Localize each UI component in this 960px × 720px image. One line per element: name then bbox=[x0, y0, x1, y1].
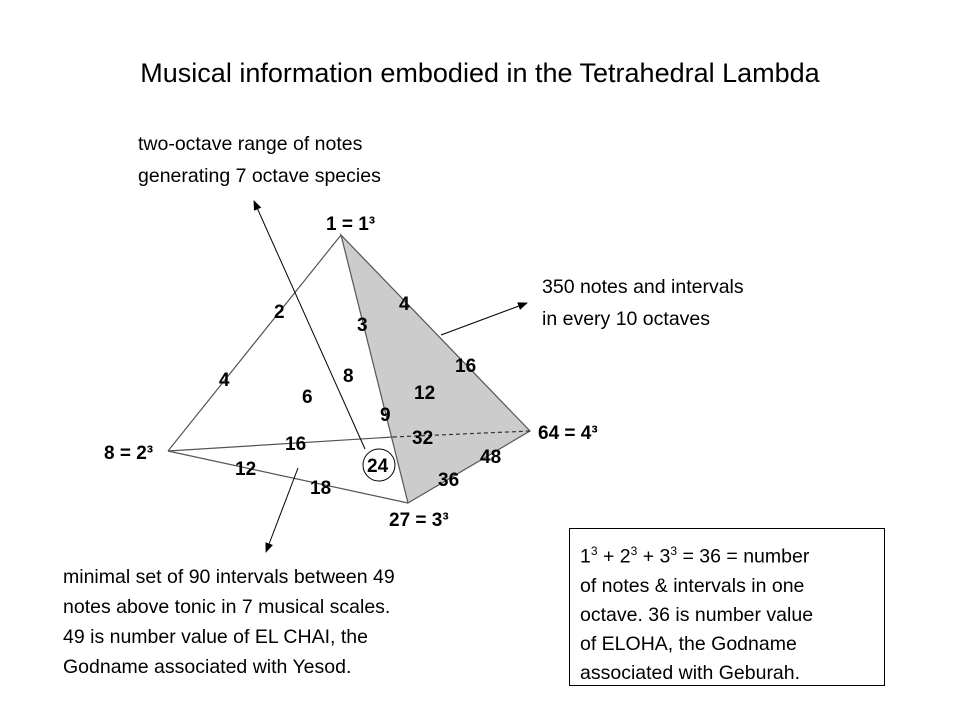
page-title: Musical information embodied in the Tetr… bbox=[140, 58, 820, 88]
shaded-face bbox=[339, 232, 531, 504]
arrow-right bbox=[440, 302, 528, 336]
annotation-line: generating 7 octave species bbox=[138, 165, 381, 187]
annotation-line: Godname associated with Yesod. bbox=[63, 656, 352, 678]
highlight-circle bbox=[362, 448, 396, 482]
box-line: associated with Geburah. bbox=[580, 661, 801, 684]
edge-number: 9 bbox=[380, 405, 391, 426]
vertex-bottom: 27 = 3³ bbox=[389, 510, 449, 531]
vertex-left: 8 = 2³ bbox=[104, 443, 153, 464]
edge bbox=[167, 234, 342, 452]
box-line: of ELOHA, the Godname bbox=[580, 632, 797, 655]
annotation-line: minimal set of 90 intervals between 49 bbox=[63, 566, 395, 588]
edge-number: 4 bbox=[399, 294, 410, 315]
edge-number: 12 bbox=[235, 459, 256, 480]
arrow-top bbox=[253, 200, 366, 450]
box-line: octave. 36 is number value bbox=[580, 603, 814, 626]
annotation-line: 350 notes and intervals bbox=[542, 276, 744, 298]
annotation-right: 350 notes and intervals in every 10 octa… bbox=[542, 271, 744, 335]
annotation-top: two-octave range of notes generating 7 o… bbox=[138, 128, 381, 192]
edge-number: 48 bbox=[480, 447, 501, 468]
edge-number: 6 bbox=[302, 387, 313, 408]
vertex-top: 1 = 1³ bbox=[326, 214, 375, 235]
annotation-bottom: minimal set of 90 intervals between 49 n… bbox=[63, 562, 395, 682]
box-line-1: 13 + 23 + 33 = 36 = number bbox=[580, 544, 810, 568]
vertex-right: 64 = 4³ bbox=[538, 423, 598, 444]
edge-number: 24 bbox=[367, 456, 389, 477]
annotation-line: notes above tonic in 7 musical scales. bbox=[63, 596, 391, 618]
edge-number: 8 bbox=[343, 366, 354, 387]
annotation-line: two-octave range of notes bbox=[138, 133, 363, 155]
edge-number: 16 bbox=[285, 434, 306, 455]
edge-number: 18 bbox=[310, 478, 331, 499]
edge-number: 3 bbox=[357, 315, 368, 336]
edge-number: 36 bbox=[438, 470, 459, 491]
edge-number: 32 bbox=[412, 428, 433, 449]
edge-number: 12 bbox=[414, 383, 435, 404]
annotation-line: in every 10 octaves bbox=[542, 308, 711, 330]
edge bbox=[167, 450, 409, 504]
info-box: 13 + 23 + 33 = 36 = number of notes & in… bbox=[569, 528, 885, 686]
edge-number: 2 bbox=[274, 302, 285, 323]
edge bbox=[167, 436, 394, 452]
edge-number: 4 bbox=[219, 370, 230, 391]
hidden-edge bbox=[392, 430, 531, 438]
edge-number: 16 bbox=[455, 356, 476, 377]
arrow-bottom bbox=[265, 467, 299, 553]
box-line: of notes & intervals in one bbox=[580, 574, 805, 597]
annotation-line: 49 is number value of EL CHAI, the bbox=[63, 626, 368, 648]
